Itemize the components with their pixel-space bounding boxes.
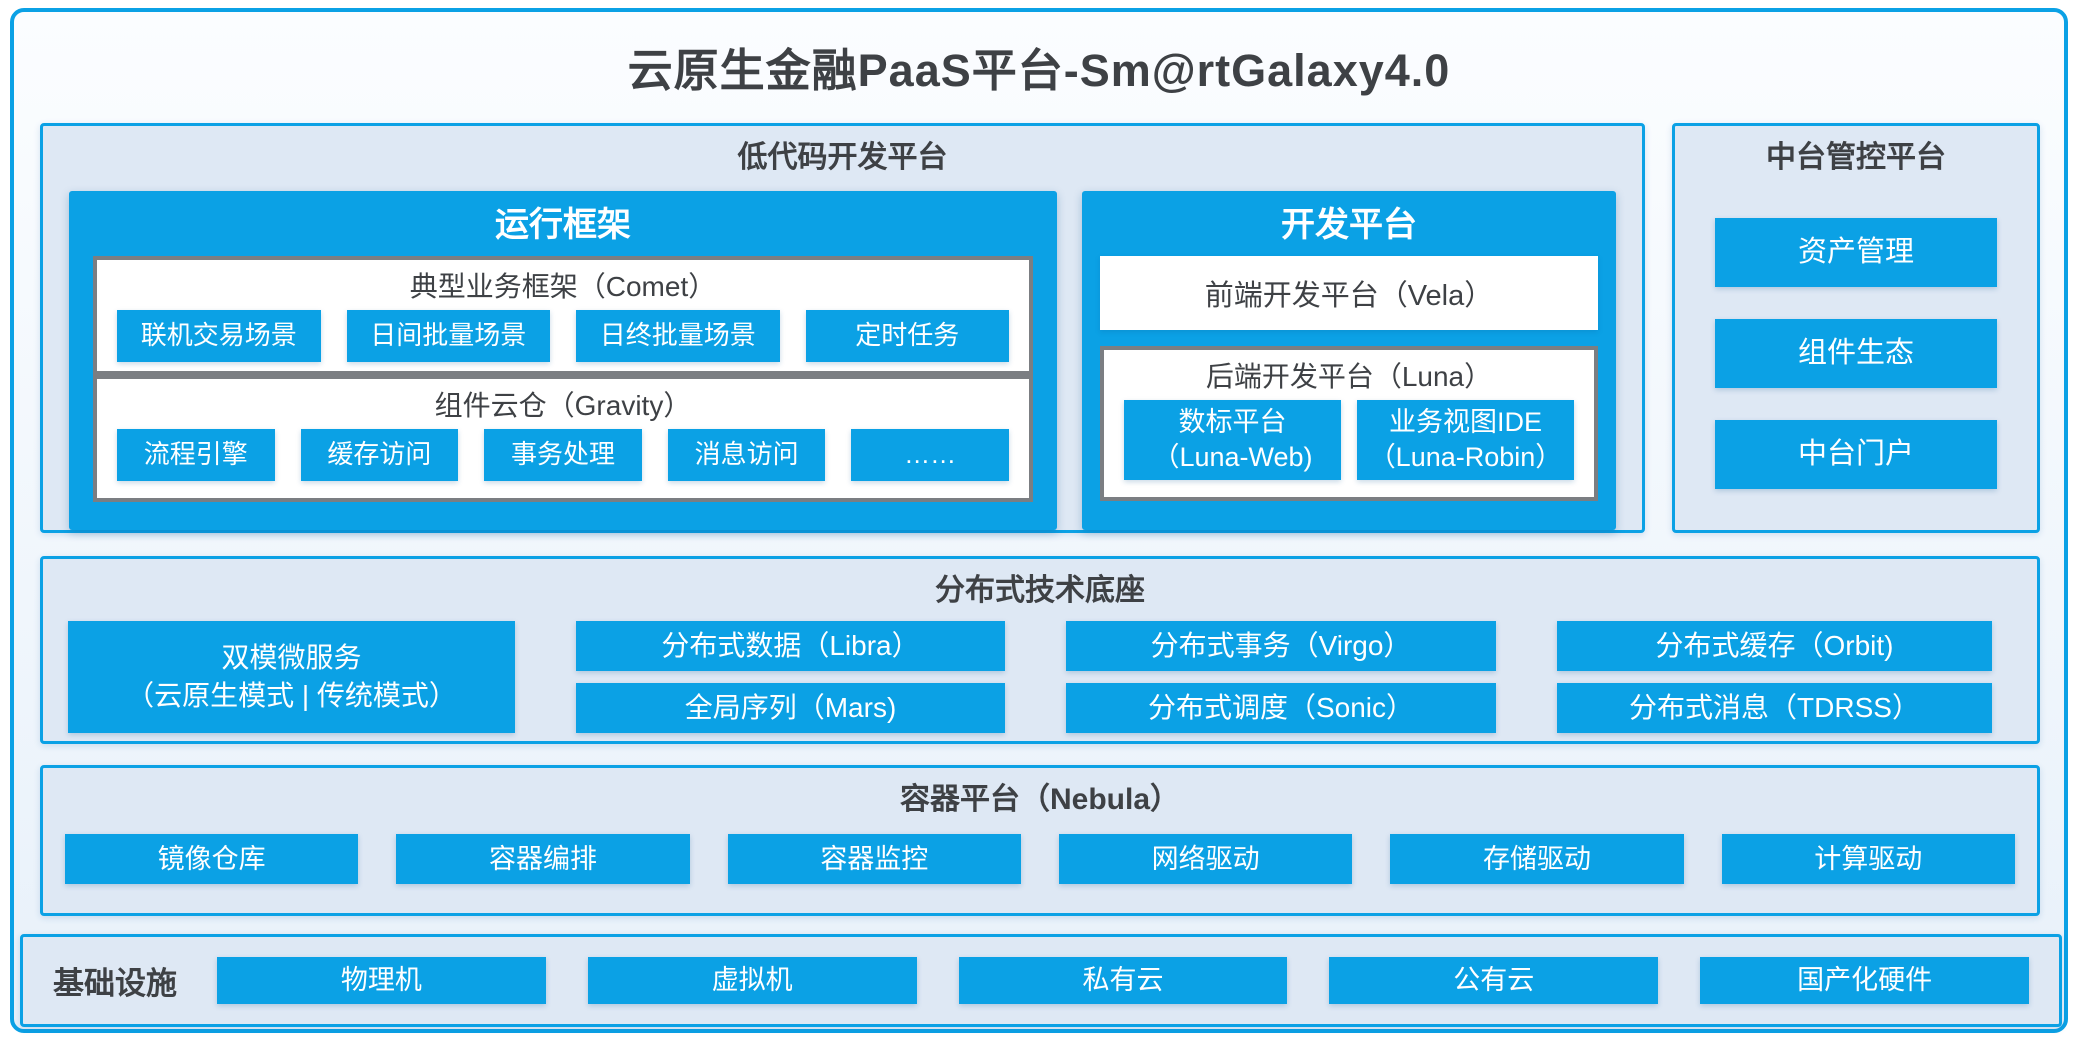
distributed-base-title: 分布式技术底座 — [935, 574, 1145, 607]
comet-framework-box: 典型业务框架（Comet） 联机交易场景日间批量场景日终批量场景定时任务 — [93, 256, 1033, 375]
dev-platform-box: 开发平台 前端开发平台（Vela） 后端开发平台（Luna） 数标平台（Luna… — [1082, 191, 1616, 530]
vela-frontend-box: 前端开发平台（Vela） — [1100, 256, 1598, 330]
gravity-component-block: 消息访问 — [667, 429, 826, 481]
infrastructure-label: 基础设施 — [53, 966, 177, 1001]
luna-tool-block: 业务视图IDE（Luna-Robin） — [1357, 400, 1574, 480]
distributed-capability-block: 全局序列（Mars) — [576, 683, 1005, 733]
mid-platform-title: 中台管控平台 — [1766, 141, 1946, 174]
panel-low-code-platform: 低代码开发平台 运行框架 典型业务框架（Comet） 联机交易场景日间批量场景日… — [40, 123, 1645, 533]
comet-scenario-block: 日间批量场景 — [346, 310, 550, 362]
mid-platform-items: 资产管理组件生态中台门户 — [1715, 218, 1997, 489]
distributed-capability-block: 分布式消息（TDRSS） — [1557, 683, 1992, 733]
container-capability-block: 存储驱动 — [1390, 834, 1684, 884]
infrastructure-block: 虚拟机 — [587, 957, 917, 1004]
runtime-framework-title: 运行框架 — [495, 206, 631, 244]
panel-mid-platform-control: 中台管控平台 资产管理组件生态中台门户 — [1672, 123, 2040, 533]
gravity-warehouse-box: 组件云仓（Gravity） 流程引擎缓存访问事务处理消息访问 …… — [93, 375, 1033, 502]
top-row: 低代码开发平台 运行框架 典型业务框架（Comet） 联机交易场景日间批量场景日… — [40, 123, 2040, 533]
container-platform-title: 容器平台（Nebula） — [899, 783, 1181, 816]
infrastructure-block: 国产化硬件 — [1700, 957, 2029, 1004]
container-capability-block: 容器编排 — [396, 834, 690, 884]
luna-backend-box: 后端开发平台（Luna） 数标平台（Luna-Web)业务视图IDE（Luna-… — [1100, 346, 1598, 501]
runtime-framework-box: 运行框架 典型业务框架（Comet） 联机交易场景日间批量场景日终批量场景定时任… — [69, 191, 1057, 530]
mid-platform-block: 中台门户 — [1715, 420, 1997, 489]
gravity-component-block: 事务处理 — [484, 429, 642, 481]
distributed-column-2: 分布式事务（Virgo） 分布式调度（Sonic） — [1066, 621, 1496, 733]
comet-scenario-block: 定时任务 — [805, 310, 1009, 362]
luna-backend-title: 后端开发平台（Luna） — [1205, 361, 1493, 392]
panel-distributed-base: 分布式技术底座 双模微服务 （云原生模式 | 传统模式） 分布式数据（Libra… — [40, 556, 2040, 744]
infrastructure-block: 物理机 — [217, 957, 546, 1004]
panel-infrastructure: 基础设施 物理机虚拟机私有云公有云国产化硬件 — [20, 934, 2062, 1027]
distributed-column-1: 分布式数据（Libra） 全局序列（Mars) — [576, 621, 1005, 733]
container-capability-block: 容器监控 — [727, 834, 1021, 884]
comet-items-row: 联机交易场景日间批量场景日终批量场景定时任务 — [97, 310, 1029, 362]
low-code-platform-title: 低代码开发平台 — [737, 141, 948, 174]
panel-container-platform: 容器平台（Nebula） 镜像仓库容器编排容器监控网络驱动存储驱动计算驱动 — [40, 765, 2040, 916]
outer-frame: 云原生金融PaaS平台-Sm@rtGalaxy4.0 低代码开发平台 运行框架 … — [10, 8, 2068, 1033]
gravity-component-block: 缓存访问 — [300, 429, 459, 481]
comet-framework-title: 典型业务框架（Comet） — [409, 271, 717, 302]
distributed-capability-block: 分布式缓存（Orbit) — [1557, 621, 1992, 671]
distributed-column-3: 分布式缓存（Orbit) 分布式消息（TDRSS） — [1557, 621, 1992, 733]
mid-platform-block: 资产管理 — [1715, 218, 1997, 287]
gravity-items-row: 流程引擎缓存访问事务处理消息访问 …… — [97, 429, 1029, 481]
dev-platform-title: 开发平台 — [1281, 206, 1417, 244]
dual-mode-line1: 双模微服务 — [221, 642, 362, 674]
container-capability-block: 计算驱动 — [1721, 834, 2015, 884]
infrastructure-items-row: 物理机虚拟机私有云公有云国产化硬件 — [217, 957, 2029, 1004]
low-code-body: 运行框架 典型业务框架（Comet） 联机交易场景日间批量场景日终批量场景定时任… — [43, 180, 1642, 530]
gravity-warehouse-title: 组件云仓（Gravity） — [434, 390, 692, 421]
comet-scenario-block: 日终批量场景 — [576, 310, 780, 362]
infrastructure-block: 私有云 — [958, 957, 1288, 1004]
luna-items-row: 数标平台（Luna-Web)业务视图IDE（Luna-Robin） — [1104, 400, 1594, 480]
distributed-capability-block: 分布式数据（Libra） — [576, 621, 1005, 671]
comet-scenario-block: 联机交易场景 — [117, 310, 321, 362]
distributed-capability-block: 分布式事务（Virgo） — [1066, 621, 1496, 671]
infrastructure-block: 公有云 — [1329, 957, 1659, 1004]
container-capability-block: 镜像仓库 — [65, 834, 359, 884]
luna-tool-block: 数标平台（Luna-Web) — [1124, 400, 1341, 480]
page-title: 云原生金融PaaS平台-Sm@rtGalaxy4.0 — [627, 45, 1451, 96]
gravity-component-block: 流程引擎 — [117, 429, 275, 481]
container-items-row: 镜像仓库容器编排容器监控网络驱动存储驱动计算驱动 — [43, 834, 2037, 884]
container-capability-block: 网络驱动 — [1058, 834, 1353, 884]
dual-mode-microservice-block: 双模微服务 （云原生模式 | 传统模式） — [68, 621, 515, 733]
dual-mode-line2: （云原生模式 | 传统模式） — [126, 680, 457, 711]
mid-platform-block: 组件生态 — [1715, 319, 1997, 388]
distributed-grid: 双模微服务 （云原生模式 | 传统模式） 分布式数据（Libra） 全局序列（Ma… — [43, 621, 2037, 733]
gravity-component-block: …… — [851, 429, 1009, 481]
distributed-capability-block: 分布式调度（Sonic） — [1066, 683, 1496, 733]
